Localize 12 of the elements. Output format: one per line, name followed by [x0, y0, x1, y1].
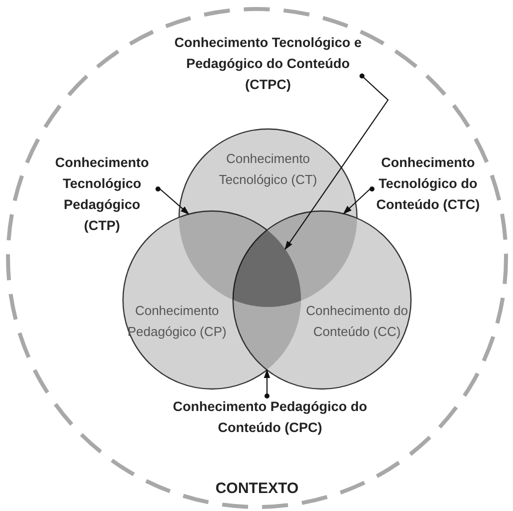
circle-label: Conhecimento do Conteúdo (CC) [305, 302, 409, 341]
circle-label: Conhecimento Tecnológico (CT) [218, 150, 318, 189]
context-label: CONTEXTO [214, 479, 300, 499]
leader-line [264, 369, 270, 398]
leader-label: Conhecimento Pedagógico do Conteúdo (CPC) [172, 398, 368, 437]
leader-line [342, 186, 374, 214]
leader-line [284, 74, 389, 250]
leader-label: Conhecimento Tecnológico do Conteúdo (CTC) [375, 154, 481, 214]
leader-label: Conhecimento Tecnológico e Pedagógico do Conteúdo (CTPC) [173, 34, 363, 94]
circle-label: Conhecimento Pedagógico (CP) [126, 302, 228, 341]
leader-line [156, 186, 190, 215]
leader-label: Conhecimento Tecnológico Pedagógico (CTP) [54, 154, 150, 235]
